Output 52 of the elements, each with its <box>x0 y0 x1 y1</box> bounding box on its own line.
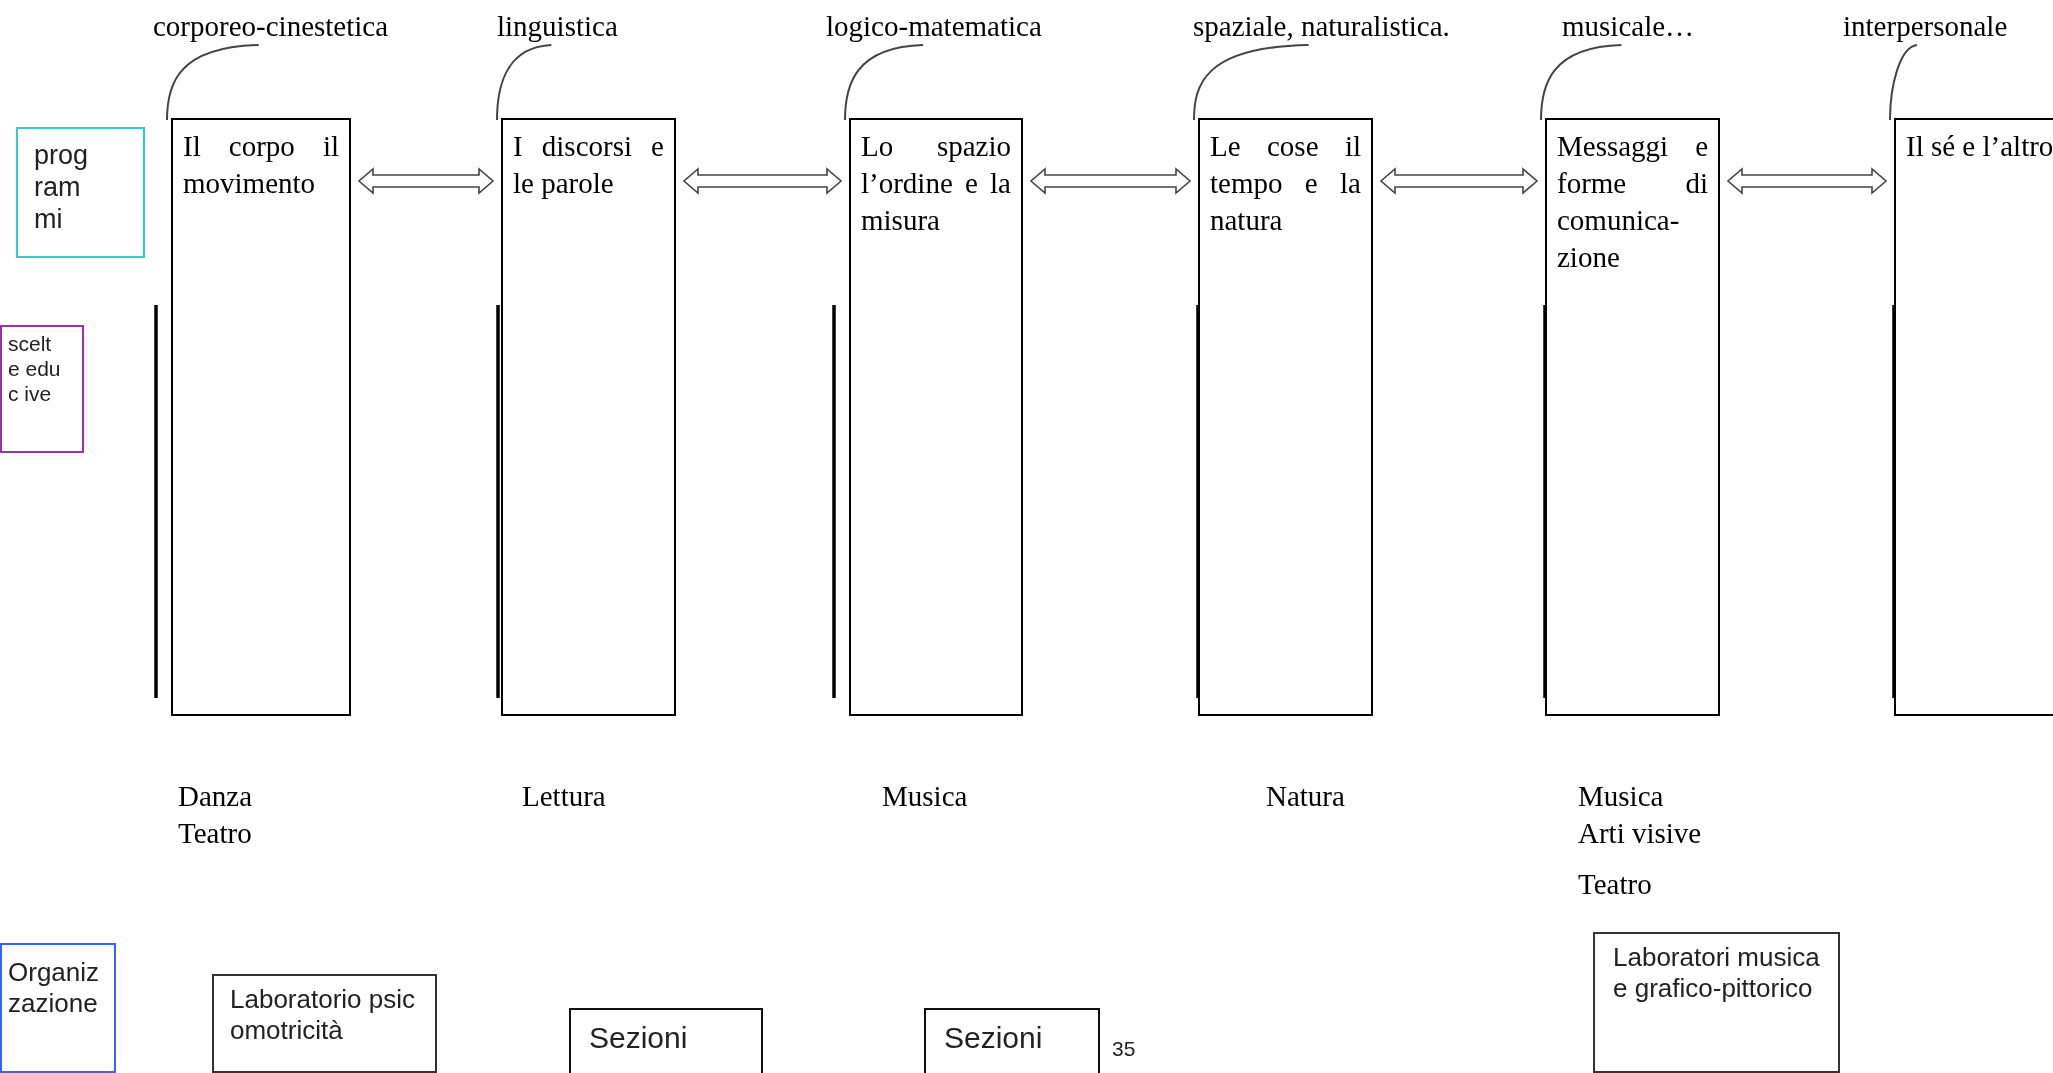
double-arrow <box>1726 167 1888 195</box>
leader-line <box>1540 44 1623 121</box>
activity-label: Teatro <box>1578 867 1652 901</box>
note-box <box>924 1008 1100 1073</box>
leader-line <box>496 44 553 121</box>
box-text: Organiz zazione <box>8 957 101 1019</box>
activity-label: Natura <box>1266 779 1345 813</box>
activity-label: Danza <box>178 779 253 813</box>
box-text: Laboratori musica e grafico-pittorico <box>1613 942 1821 1004</box>
field-box <box>1545 118 1720 716</box>
intelligence-label: corporeo-cinestetica <box>153 9 389 43</box>
field-box <box>171 118 351 716</box>
box-text: Laboratorio psicomotricità <box>230 984 416 1046</box>
page-number: 35 <box>1112 1036 1136 1062</box>
intelligence-label: musicale… <box>1562 9 1695 43</box>
intelligence-label: linguistica <box>497 9 618 43</box>
activity-label: Lettura <box>522 779 606 813</box>
box-text: scelt e educ ive <box>8 331 62 406</box>
note-box <box>1593 932 1840 1073</box>
activity-label: Musica <box>882 779 968 813</box>
field-title: Il sé e l’altro <box>1906 129 2053 164</box>
field-box <box>501 118 676 716</box>
field-title: Le cose il tempo e la natura <box>1210 129 1361 238</box>
activity-label: Musica <box>1578 779 1664 813</box>
leader-line <box>844 44 925 121</box>
field-box <box>849 118 1023 716</box>
activity-label: Teatro <box>178 816 252 850</box>
note-box <box>569 1008 763 1073</box>
double-arrow <box>1029 167 1192 195</box>
intelligence-label: spaziale, naturalistica. <box>1193 9 1450 43</box>
box-text: Sezioni <box>944 1020 1044 1056</box>
leader-line <box>1193 44 1310 121</box>
activity-label: Arti visive <box>1578 816 1702 850</box>
note-box <box>212 974 437 1073</box>
note-box <box>0 325 84 453</box>
box-text: Sezioni <box>589 1020 689 1056</box>
double-arrow <box>357 167 495 195</box>
box-text: programmi <box>34 139 90 235</box>
field-title: Il corpo il movimento <box>183 129 339 201</box>
double-arrow <box>682 167 843 195</box>
note-box <box>16 127 145 258</box>
intelligence-label: logico-matematica <box>826 9 1042 43</box>
double-arrow <box>1379 167 1539 195</box>
field-title: I discorsi e le parole <box>513 129 664 201</box>
field-title: Lo spazio l’ordine e la misura <box>861 129 1011 238</box>
intelligence-label: interpersonale <box>1843 9 2008 43</box>
note-box <box>0 943 116 1073</box>
field-box <box>1198 118 1373 716</box>
field-box <box>1894 118 2053 716</box>
leader-line <box>1889 44 1918 121</box>
field-title: Messaggi e forme di comunica-zione <box>1557 129 1708 275</box>
leader-line <box>166 44 260 121</box>
